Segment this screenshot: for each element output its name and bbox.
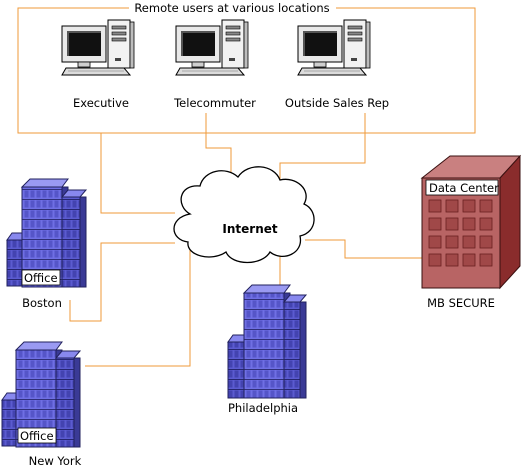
link-telecommuter: [205, 113, 232, 183]
remote-group-frame: [17, 7, 476, 134]
data-center-label: MB SECURE: [427, 296, 495, 310]
computer-telecommuter-icon: [175, 19, 249, 76]
new-york-label: New York: [29, 454, 82, 468]
boston-label: Boston: [22, 296, 62, 310]
link-boston: [69, 242, 175, 322]
data-center-sign: Data Center: [429, 181, 499, 195]
telecommuter-label: Telecommuter: [173, 96, 256, 110]
computer-sales-rep-icon: [297, 19, 371, 76]
boston-building-icon: [6, 178, 88, 288]
internet-cloud-icon: [173, 166, 315, 264]
link-data-center: [305, 239, 425, 259]
remote-users-title: Remote users at various locations: [134, 1, 329, 15]
internet-label: Internet: [222, 222, 277, 236]
link-executive: [100, 133, 175, 214]
connection-lines: [17, 7, 476, 367]
link-new-york: [85, 250, 191, 367]
philadelphia-building-icon: [227, 284, 308, 399]
new-york-sign: Office: [20, 429, 54, 443]
link-sales-rep: [279, 113, 366, 193]
sales-rep-label: Outside Sales Rep: [285, 96, 389, 110]
boston-sign: Office: [24, 271, 58, 285]
philadelphia-label: Philadelphia: [228, 401, 298, 415]
new-york-building-icon: [1, 341, 82, 448]
executive-label: Executive: [73, 96, 129, 110]
computer-executive-icon: [61, 19, 135, 76]
data-center-building-icon: [420, 154, 522, 290]
